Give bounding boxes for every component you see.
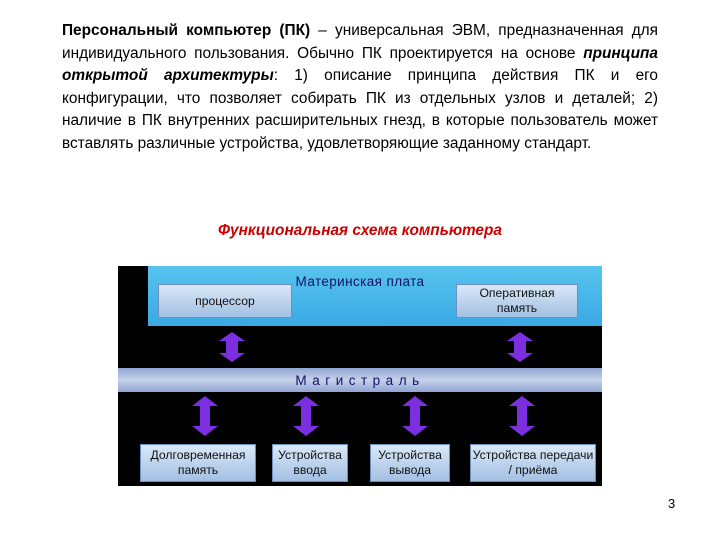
input-devices-label: Устройства ввода [278,448,342,477]
output-devices-box: Устройства вывода [370,444,450,482]
intro-emphasis: принципа открытой архитектуры [62,44,658,85]
storage-box: Долговременная память [140,444,256,482]
bus-label: Магистраль [295,372,425,388]
intro-paragraph: Персональный компьютер (ПК) – универсаль… [62,20,658,156]
storage-arrow [192,396,218,436]
motherboard-label: Материнская плата [295,274,425,289]
input-arrow [293,396,319,436]
output-devices-label: Устройства вывода [378,448,442,477]
intro-text-a: – универсальная ЭВМ, предназначенная для… [62,22,658,62]
transfer-devices-label: Устройства передачи / приёма [472,448,594,477]
transfer-arrow [509,396,535,436]
storage-label: Долговременная память [150,448,246,477]
intro-term: Персональный компьютер (ПК) [62,22,311,39]
intro-text-b: : 1) описание принципа действия ПК и его… [62,67,658,152]
processor-box: процессор [158,284,292,318]
ram-label: Оперативная память [479,286,555,315]
ram-bus-arrow [507,332,533,362]
page-number: 3 [668,496,676,511]
ram-box: Оперативная память [456,284,578,318]
bus-bar: Магистраль [118,368,602,392]
processor-bus-arrow [219,332,245,362]
transfer-devices-box: Устройства передачи / приёма [470,444,596,482]
processor-label: процессор [195,293,255,308]
output-arrow [402,396,428,436]
functional-diagram: Материнская плата процессор Оперативная … [118,266,602,486]
diagram-caption: Функциональная схема компьютера [218,222,502,239]
input-devices-box: Устройства ввода [272,444,348,482]
